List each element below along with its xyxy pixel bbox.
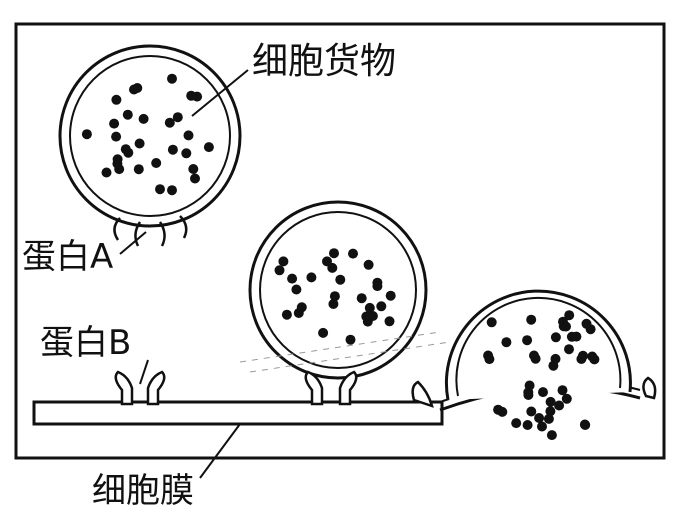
cargo-dot bbox=[484, 354, 494, 364]
cargo-dot bbox=[372, 281, 382, 291]
cell-membrane-bar bbox=[34, 402, 442, 424]
cargo-dot bbox=[551, 332, 561, 342]
cargo-dot bbox=[278, 256, 288, 266]
cargo-dot bbox=[287, 274, 297, 284]
cargo-dot bbox=[558, 385, 568, 395]
membrane-pointer bbox=[200, 424, 240, 478]
cargo-dot bbox=[564, 344, 574, 354]
label-cell-cargo: 细胞货物 bbox=[252, 44, 396, 80]
cargo-dot bbox=[562, 394, 572, 404]
cargo-dot bbox=[523, 420, 533, 430]
cargo-dot bbox=[376, 301, 386, 311]
label-protein-a: 蛋白A bbox=[22, 240, 113, 274]
cargo-dot bbox=[82, 129, 92, 139]
cargo-dot bbox=[186, 91, 196, 101]
cargo-dot bbox=[204, 142, 214, 152]
cargo-dot bbox=[123, 110, 133, 120]
protein-a-pointer bbox=[120, 232, 146, 254]
cargo-dot bbox=[582, 319, 592, 329]
cargo-dot bbox=[282, 310, 292, 320]
cargo-dot bbox=[297, 302, 307, 312]
protein-b-pointer bbox=[140, 360, 148, 384]
cargo-dot bbox=[587, 352, 597, 362]
cargo-dot bbox=[111, 132, 121, 142]
cargo-dot bbox=[113, 154, 123, 164]
cargo-dot bbox=[151, 158, 161, 168]
cargo-dot bbox=[328, 299, 338, 309]
cargo-dot bbox=[537, 422, 547, 432]
label-protein-b: 蛋白B bbox=[40, 326, 131, 360]
cargo-dot bbox=[546, 397, 556, 407]
cargo-dot bbox=[522, 335, 532, 345]
cargo-dot bbox=[526, 407, 536, 417]
vesicle-free bbox=[60, 46, 240, 226]
cargo-dot bbox=[111, 95, 121, 105]
cargo-dot bbox=[538, 387, 548, 397]
cargo-dot bbox=[184, 130, 194, 140]
cargo-dot bbox=[525, 381, 535, 391]
cargo-dot bbox=[571, 332, 581, 342]
cargo-dot bbox=[139, 114, 149, 124]
cargo-dot bbox=[306, 272, 316, 282]
cargo-dot bbox=[109, 119, 119, 129]
cargo-dot bbox=[357, 293, 367, 303]
cargo-dot bbox=[135, 139, 145, 149]
cargo-dot bbox=[129, 85, 139, 95]
vesicle-fusing bbox=[446, 291, 630, 400]
cargo-dot bbox=[547, 430, 557, 440]
cargo-dot bbox=[121, 144, 131, 154]
cargo-dot bbox=[561, 322, 571, 332]
cargo-dot bbox=[511, 418, 521, 428]
cargo-dot bbox=[335, 275, 345, 285]
cargo-dot bbox=[580, 420, 590, 430]
cargo-dot bbox=[291, 285, 301, 295]
cargo-dot bbox=[190, 174, 200, 184]
cargo-dot bbox=[167, 185, 177, 195]
cargo-dot bbox=[275, 265, 285, 275]
cargo-dot bbox=[544, 414, 554, 424]
cargo-dot bbox=[551, 354, 561, 364]
cargo-dot bbox=[364, 260, 374, 270]
cargo-dot bbox=[365, 303, 375, 313]
cargo-dot bbox=[168, 145, 178, 155]
cargo-dot bbox=[534, 413, 544, 423]
cargo-dot bbox=[167, 74, 177, 84]
cargo-dot bbox=[526, 315, 536, 325]
vesicle-docking bbox=[250, 202, 426, 378]
cargo-dot bbox=[576, 354, 586, 364]
cargo-dot bbox=[501, 337, 511, 347]
cargo-dot bbox=[102, 168, 112, 178]
cargo-dot bbox=[318, 328, 328, 338]
cargo-dot bbox=[188, 164, 198, 174]
cargo-dot bbox=[497, 407, 507, 417]
cargo-dot bbox=[329, 248, 339, 258]
cargo-dot bbox=[322, 256, 332, 266]
cargo-dot bbox=[487, 317, 497, 327]
cargo-dot bbox=[531, 354, 541, 364]
cargo-dot bbox=[348, 249, 358, 259]
cargo-dot bbox=[385, 316, 395, 326]
cargo-dot bbox=[181, 148, 191, 158]
cargo-dot bbox=[386, 291, 396, 301]
cargo-dot bbox=[554, 401, 564, 411]
label-cell-membrane: 细胞膜 bbox=[92, 474, 194, 508]
cargo-dot bbox=[346, 335, 356, 345]
cargo-dot bbox=[155, 184, 165, 194]
cargo-dot bbox=[173, 112, 183, 122]
cargo-dot bbox=[134, 164, 144, 174]
